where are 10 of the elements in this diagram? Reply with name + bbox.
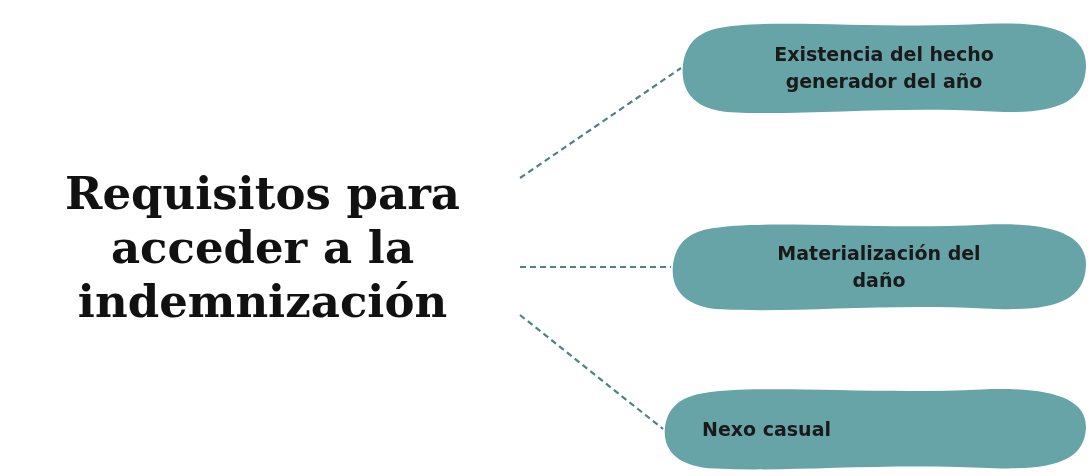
blob-shape	[670, 221, 1088, 313]
requirement-label: Nexo casual	[701, 416, 832, 442]
requirement-label: Existencia del hecho generador del año	[773, 42, 995, 94]
diagram-heading: Requisitos para acceder a la indemnización	[64, 166, 461, 329]
requirement-label: Materialización del daño	[776, 241, 982, 293]
blob-shape	[680, 20, 1088, 116]
dashed-connector	[519, 67, 682, 179]
dashed-connector	[519, 314, 664, 430]
blob-shape	[662, 386, 1088, 472]
dashed-connector	[520, 265, 671, 269]
